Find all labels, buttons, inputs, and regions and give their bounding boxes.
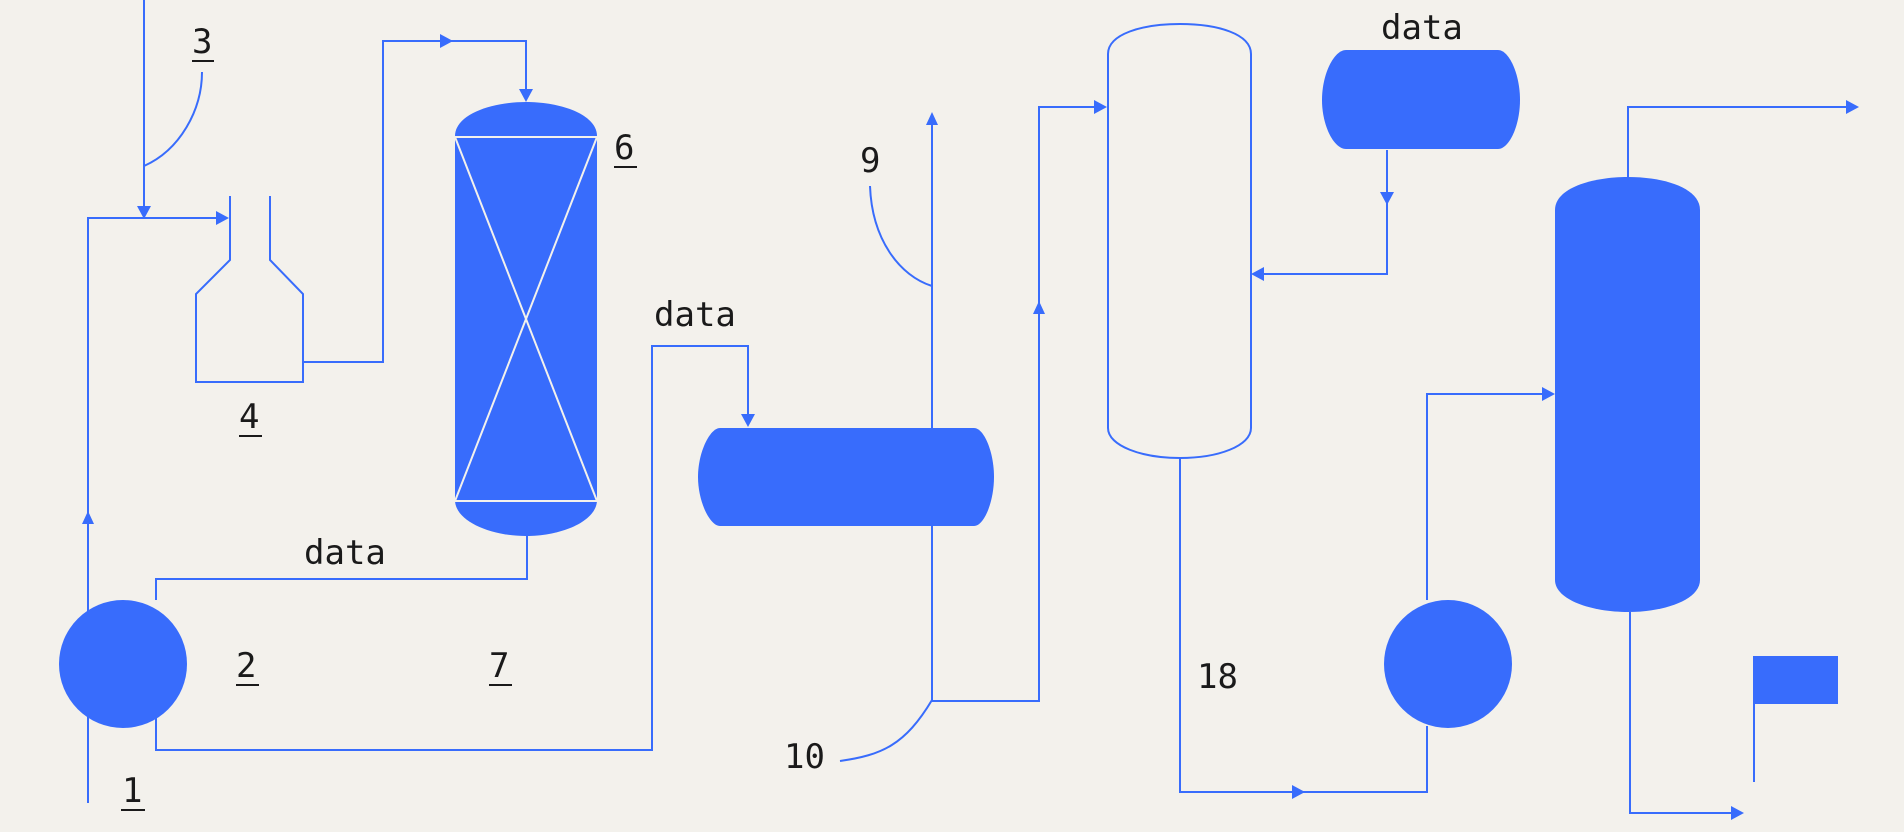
arrow-up-vapor — [926, 112, 938, 125]
arrow-right-tower-bottoms — [1731, 806, 1744, 820]
label-4: 4 — [239, 397, 259, 437]
leader-9 — [869, 185, 933, 287]
leader-3 — [143, 71, 203, 167]
label-7: 7 — [489, 646, 509, 686]
pipe-pump2-to-tower — [1426, 393, 1546, 600]
label-data-low: data — [304, 533, 386, 573]
arrow-left-reflux — [1251, 267, 1264, 281]
pipe-reactor-to-pump — [155, 536, 528, 600]
labels: 1 2 3 4 6 7 9 10 18 data data data — [121, 8, 1463, 811]
pipe-drum-to-column — [931, 106, 1098, 702]
label-data-mid: data — [654, 295, 736, 335]
leader-10 — [839, 699, 933, 762]
label-6: 6 — [614, 128, 634, 168]
pipe-tower-overhead — [1627, 106, 1848, 178]
label-10: 10 — [784, 737, 825, 777]
label-data-top: data — [1381, 8, 1463, 48]
arrow-right-hopper — [216, 211, 229, 225]
arrow-right-bottoms — [1292, 785, 1305, 799]
label-18: 18 — [1197, 657, 1238, 697]
arrows — [82, 34, 1859, 820]
label-1: 1 — [122, 771, 142, 811]
flag-marker — [1753, 656, 1838, 704]
pipes — [87, 0, 1848, 814]
reactor — [454, 102, 598, 536]
arrow-up-column-feed — [1033, 301, 1045, 314]
arrow-right-column — [1094, 100, 1107, 114]
arrow-down-topfeed — [137, 206, 151, 219]
arrow-down-reactor — [519, 89, 533, 102]
pipe-hopper-to-reactor — [304, 40, 527, 363]
stripping-tower — [1555, 177, 1700, 612]
label-2: 2 — [236, 646, 256, 686]
pipe-reflux — [1258, 150, 1388, 275]
arrow-right-tower-feed — [1542, 387, 1555, 401]
pipe-column-bottoms — [1179, 458, 1428, 793]
arrow-right-overhead — [1846, 100, 1859, 114]
label-3: 3 — [192, 22, 212, 62]
pipe-pump-to-drum — [155, 345, 749, 751]
pump-1 — [59, 600, 187, 728]
pump-2 — [1384, 600, 1512, 728]
pipe-tower-bottoms — [1629, 612, 1736, 814]
hopper — [195, 196, 304, 383]
separator-drum — [698, 428, 994, 526]
pipe-feed-riser — [87, 217, 226, 803]
leader-lines — [143, 71, 933, 762]
arrow-down-drum — [741, 414, 755, 427]
arrow-right-top — [440, 34, 453, 48]
reflux-accumulator — [1322, 50, 1520, 149]
equipment — [59, 22, 1838, 728]
arrow-down-accumulator — [1380, 192, 1394, 205]
arrow-up-feed — [82, 511, 94, 524]
label-9: 9 — [860, 141, 880, 181]
distillation-column — [1107, 22, 1252, 460]
